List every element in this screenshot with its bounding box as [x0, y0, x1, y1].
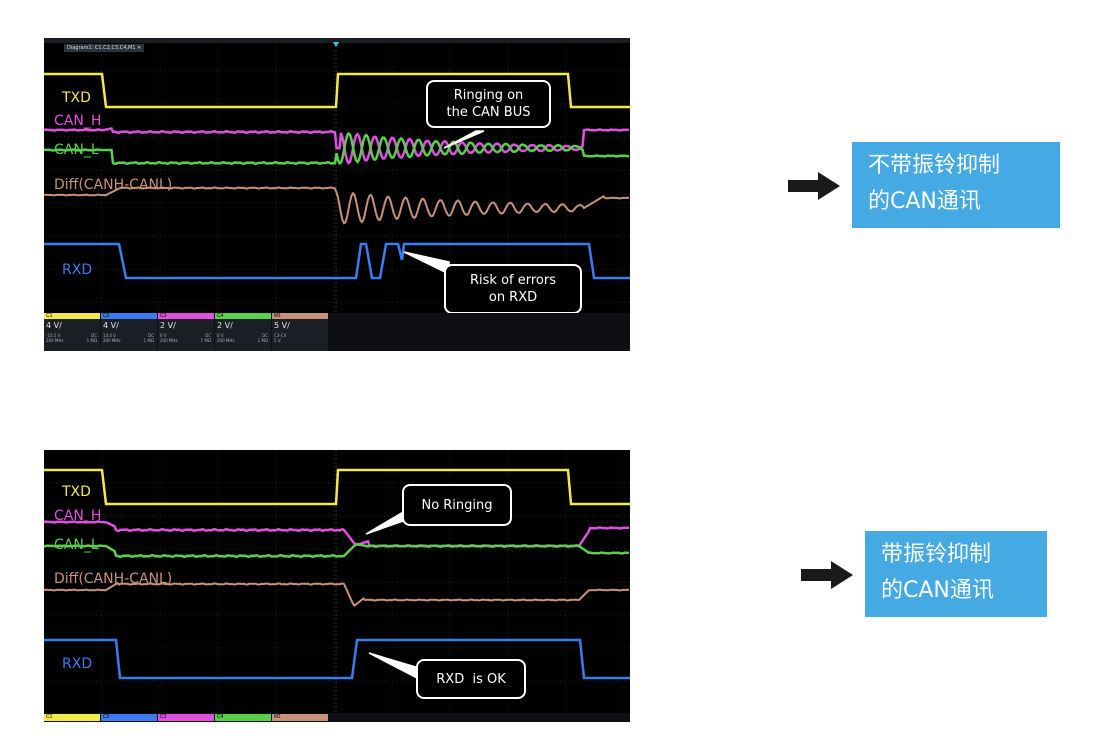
no-ringing-callout: No Ringing: [402, 484, 512, 526]
can-l-label: CAN_L: [54, 537, 99, 553]
scope-status-bar: [44, 38, 630, 43]
rxd-ok-callout-pointer: [368, 652, 420, 681]
diff-trace: [44, 581, 630, 607]
can-l-trace: [44, 542, 630, 559]
channel-c1-tab: C1: [44, 313, 100, 319]
can-h-label: CAN_H: [54, 113, 102, 129]
txd-trace: [44, 468, 630, 506]
can-h-trace: [44, 520, 630, 548]
waveform-area: [44, 38, 630, 313]
txd-label: TXD: [62, 484, 91, 500]
channel-m1-tab[interactable]: M1: [272, 714, 328, 721]
channel-settings-panel: C1 4 V/ -10.5 V 200 MHz DC 1 MΩ C2 4 V/ …: [44, 313, 630, 351]
channel-c4-tab[interactable]: C4: [215, 714, 271, 721]
channel-m1-scale: 5 V/: [274, 321, 290, 330]
channel-c2-scale: 4 V/: [103, 321, 119, 330]
channel-c3-tab: C3: [158, 313, 214, 319]
can-l-label: CAN_L: [54, 142, 99, 158]
channel-c4-detail: 0 V 200 MHz: [217, 333, 235, 343]
channel-strip: C1 C2 C3 C4 M1: [44, 713, 630, 722]
waveform-area: [44, 450, 630, 713]
ringing-callout-pointer: [443, 130, 485, 149]
rxd-label: RXD: [62, 656, 93, 672]
note-without-suppression: 不带振铃抑制 的CAN通讯: [852, 142, 1060, 228]
channel-m1-detail: C3-C4 5 V: [274, 333, 287, 343]
note-with-suppression: 带振铃抑制 的CAN通讯: [865, 531, 1047, 617]
txd-trace: [44, 72, 630, 109]
channel-c3-scale: 2 V/: [160, 321, 176, 330]
channel-c2-tab: C2: [101, 313, 157, 319]
channel-c4-scale: 2 V/: [217, 321, 233, 330]
channel-c3-detail: 0 V 200 MHz: [160, 333, 178, 343]
channel-c3-tab[interactable]: C3: [158, 714, 214, 721]
ringing-callout: Ringing on the CAN BUS: [426, 80, 551, 128]
can-h-label: CAN_H: [54, 508, 102, 524]
channel-c2-detail: 14.0 V 200 MHz: [103, 333, 121, 343]
can-h-trace: [44, 127, 630, 165]
channel-m1-tab: M1: [272, 313, 328, 319]
diff-label: Diff(CANH-CANL): [54, 571, 173, 587]
rxd-ok-callout: RXD is OK: [416, 659, 526, 699]
trigger-marker-icon: [333, 42, 339, 47]
channel-c1-scale: 4 V/: [46, 321, 62, 330]
diff-trace: [44, 186, 630, 225]
channel-c1[interactable]: C1 4 V/ -10.5 V 200 MHz DC 1 MΩ: [44, 313, 100, 351]
channel-c1-detail: -10.5 V 200 MHz: [46, 333, 64, 343]
rxd-trace: [44, 638, 630, 680]
channel-c2[interactable]: C2 4 V/ 14.0 V 200 MHz DC 1 MΩ: [101, 313, 157, 351]
txd-label: TXD: [62, 90, 91, 106]
rxd-label: RXD: [62, 262, 93, 278]
channel-c3[interactable]: C3 2 V/ 0 V 200 MHz DC 1 MΩ: [158, 313, 214, 351]
rxd-trace: [44, 242, 630, 280]
channel-c2-coupling: DC 1 MΩ: [143, 333, 154, 343]
right-arrow-icon: [788, 172, 840, 200]
diff-label: Diff(CANH-CANL): [54, 177, 173, 193]
risk-of-errors-callout: Risk of errors on RXD: [444, 264, 582, 314]
channel-c4[interactable]: C4 2 V/ 0 V 200 MHz DC 1 MΩ: [215, 313, 271, 351]
risk-callout-pointer: [403, 251, 450, 276]
channel-c2-tab[interactable]: C2: [101, 714, 157, 721]
scope-screenshot-without-ringing-suppression: Diagram1: C1,C2,C3,C4,M1 ✕ TXD CAN_H CAN…: [44, 38, 630, 351]
can-l-trace: [44, 131, 630, 166]
scope-screenshot-with-ringing-suppression: TXD CAN_H CAN_L Diff(CANH-CANL) RXD No R…: [44, 450, 630, 722]
channel-c4-tab: C4: [215, 313, 271, 319]
right-arrow-icon: [801, 561, 853, 589]
channel-c4-coupling: DC 1 MΩ: [257, 333, 268, 343]
channel-c1-coupling: DC 1 MΩ: [86, 333, 97, 343]
channel-c3-coupling: DC 1 MΩ: [200, 333, 211, 343]
channel-m1[interactable]: M1 5 V/ C3-C4 5 V: [272, 313, 328, 351]
diagram-tab[interactable]: Diagram1: C1,C2,C3,C4,M1 ✕: [64, 44, 145, 52]
channel-c1-tab[interactable]: C1: [44, 714, 100, 721]
